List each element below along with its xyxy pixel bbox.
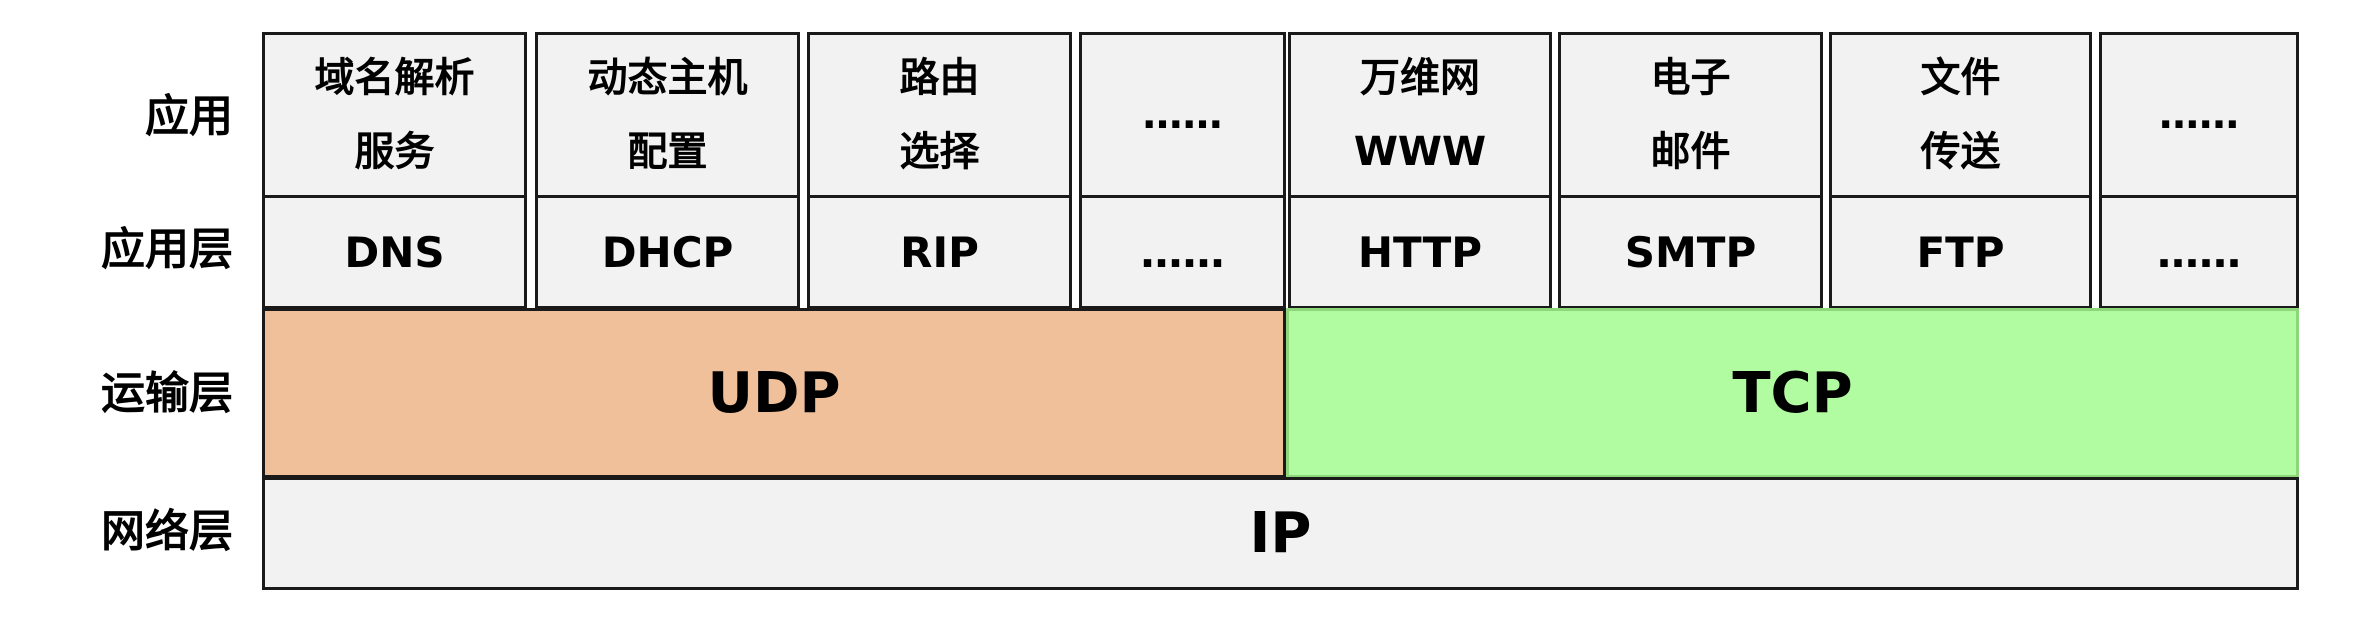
app-cell-more-tcp: ……	[2099, 32, 2299, 198]
app-cell-line1: 动态主机	[587, 55, 748, 101]
app-cell-line1: 文件	[1920, 55, 2001, 101]
udp-block: UDP	[262, 308, 1286, 478]
protocol-cell-more-tcp: ……	[2099, 195, 2299, 309]
app-cell-line1: 万维网	[1360, 55, 1480, 101]
app-cell-line2: 服务	[354, 129, 435, 175]
app-cell-line2: 邮件	[1650, 129, 1731, 175]
app-cell-line2: WWW	[1353, 129, 1487, 175]
app-cell-dns-service: 域名解析 服务	[262, 32, 527, 198]
protocol-cell-dns: DNS	[262, 195, 527, 309]
protocol-cell-rip: RIP	[807, 195, 1072, 309]
layer-label-transport-layer: 运输层	[101, 368, 233, 419]
protocol-cell-smtp: SMTP	[1558, 195, 1823, 309]
protocol-cell-more-udp: ……	[1079, 195, 1286, 309]
app-cell-line2: 选择	[899, 129, 980, 175]
protocol-cell-http: HTTP	[1288, 195, 1552, 309]
app-cell-email: 电子 邮件	[1558, 32, 1823, 198]
tcp-block: TCP	[1286, 308, 2299, 478]
layer-label-application-layer: 应用层	[101, 224, 233, 275]
app-cell-line1: 域名解析	[314, 55, 475, 101]
protocol-cell-ftp: FTP	[1829, 195, 2092, 309]
layer-label-network-layer: 网络层	[101, 506, 233, 557]
app-cell-line2: 配置	[627, 129, 708, 175]
layer-label-application: 应用	[145, 91, 233, 142]
app-cell-line1: ……	[1142, 92, 1223, 138]
app-cell-file-transfer: 文件 传送	[1829, 32, 2092, 198]
protocol-cell-dhcp: DHCP	[535, 195, 800, 309]
app-cell-line2: 传送	[1920, 129, 2001, 175]
app-cell-line1: ……	[2159, 92, 2239, 138]
app-cell-www: 万维网 WWW	[1288, 32, 1552, 198]
app-cell-routing: 路由 选择	[807, 32, 1072, 198]
app-cell-dhcp-config: 动态主机 配置	[535, 32, 800, 198]
app-cell-line1: 路由	[899, 55, 980, 101]
app-cell-more-udp: ……	[1079, 32, 1286, 198]
ip-block: IP	[262, 477, 2299, 590]
app-cell-line1: 电子	[1650, 55, 1731, 101]
